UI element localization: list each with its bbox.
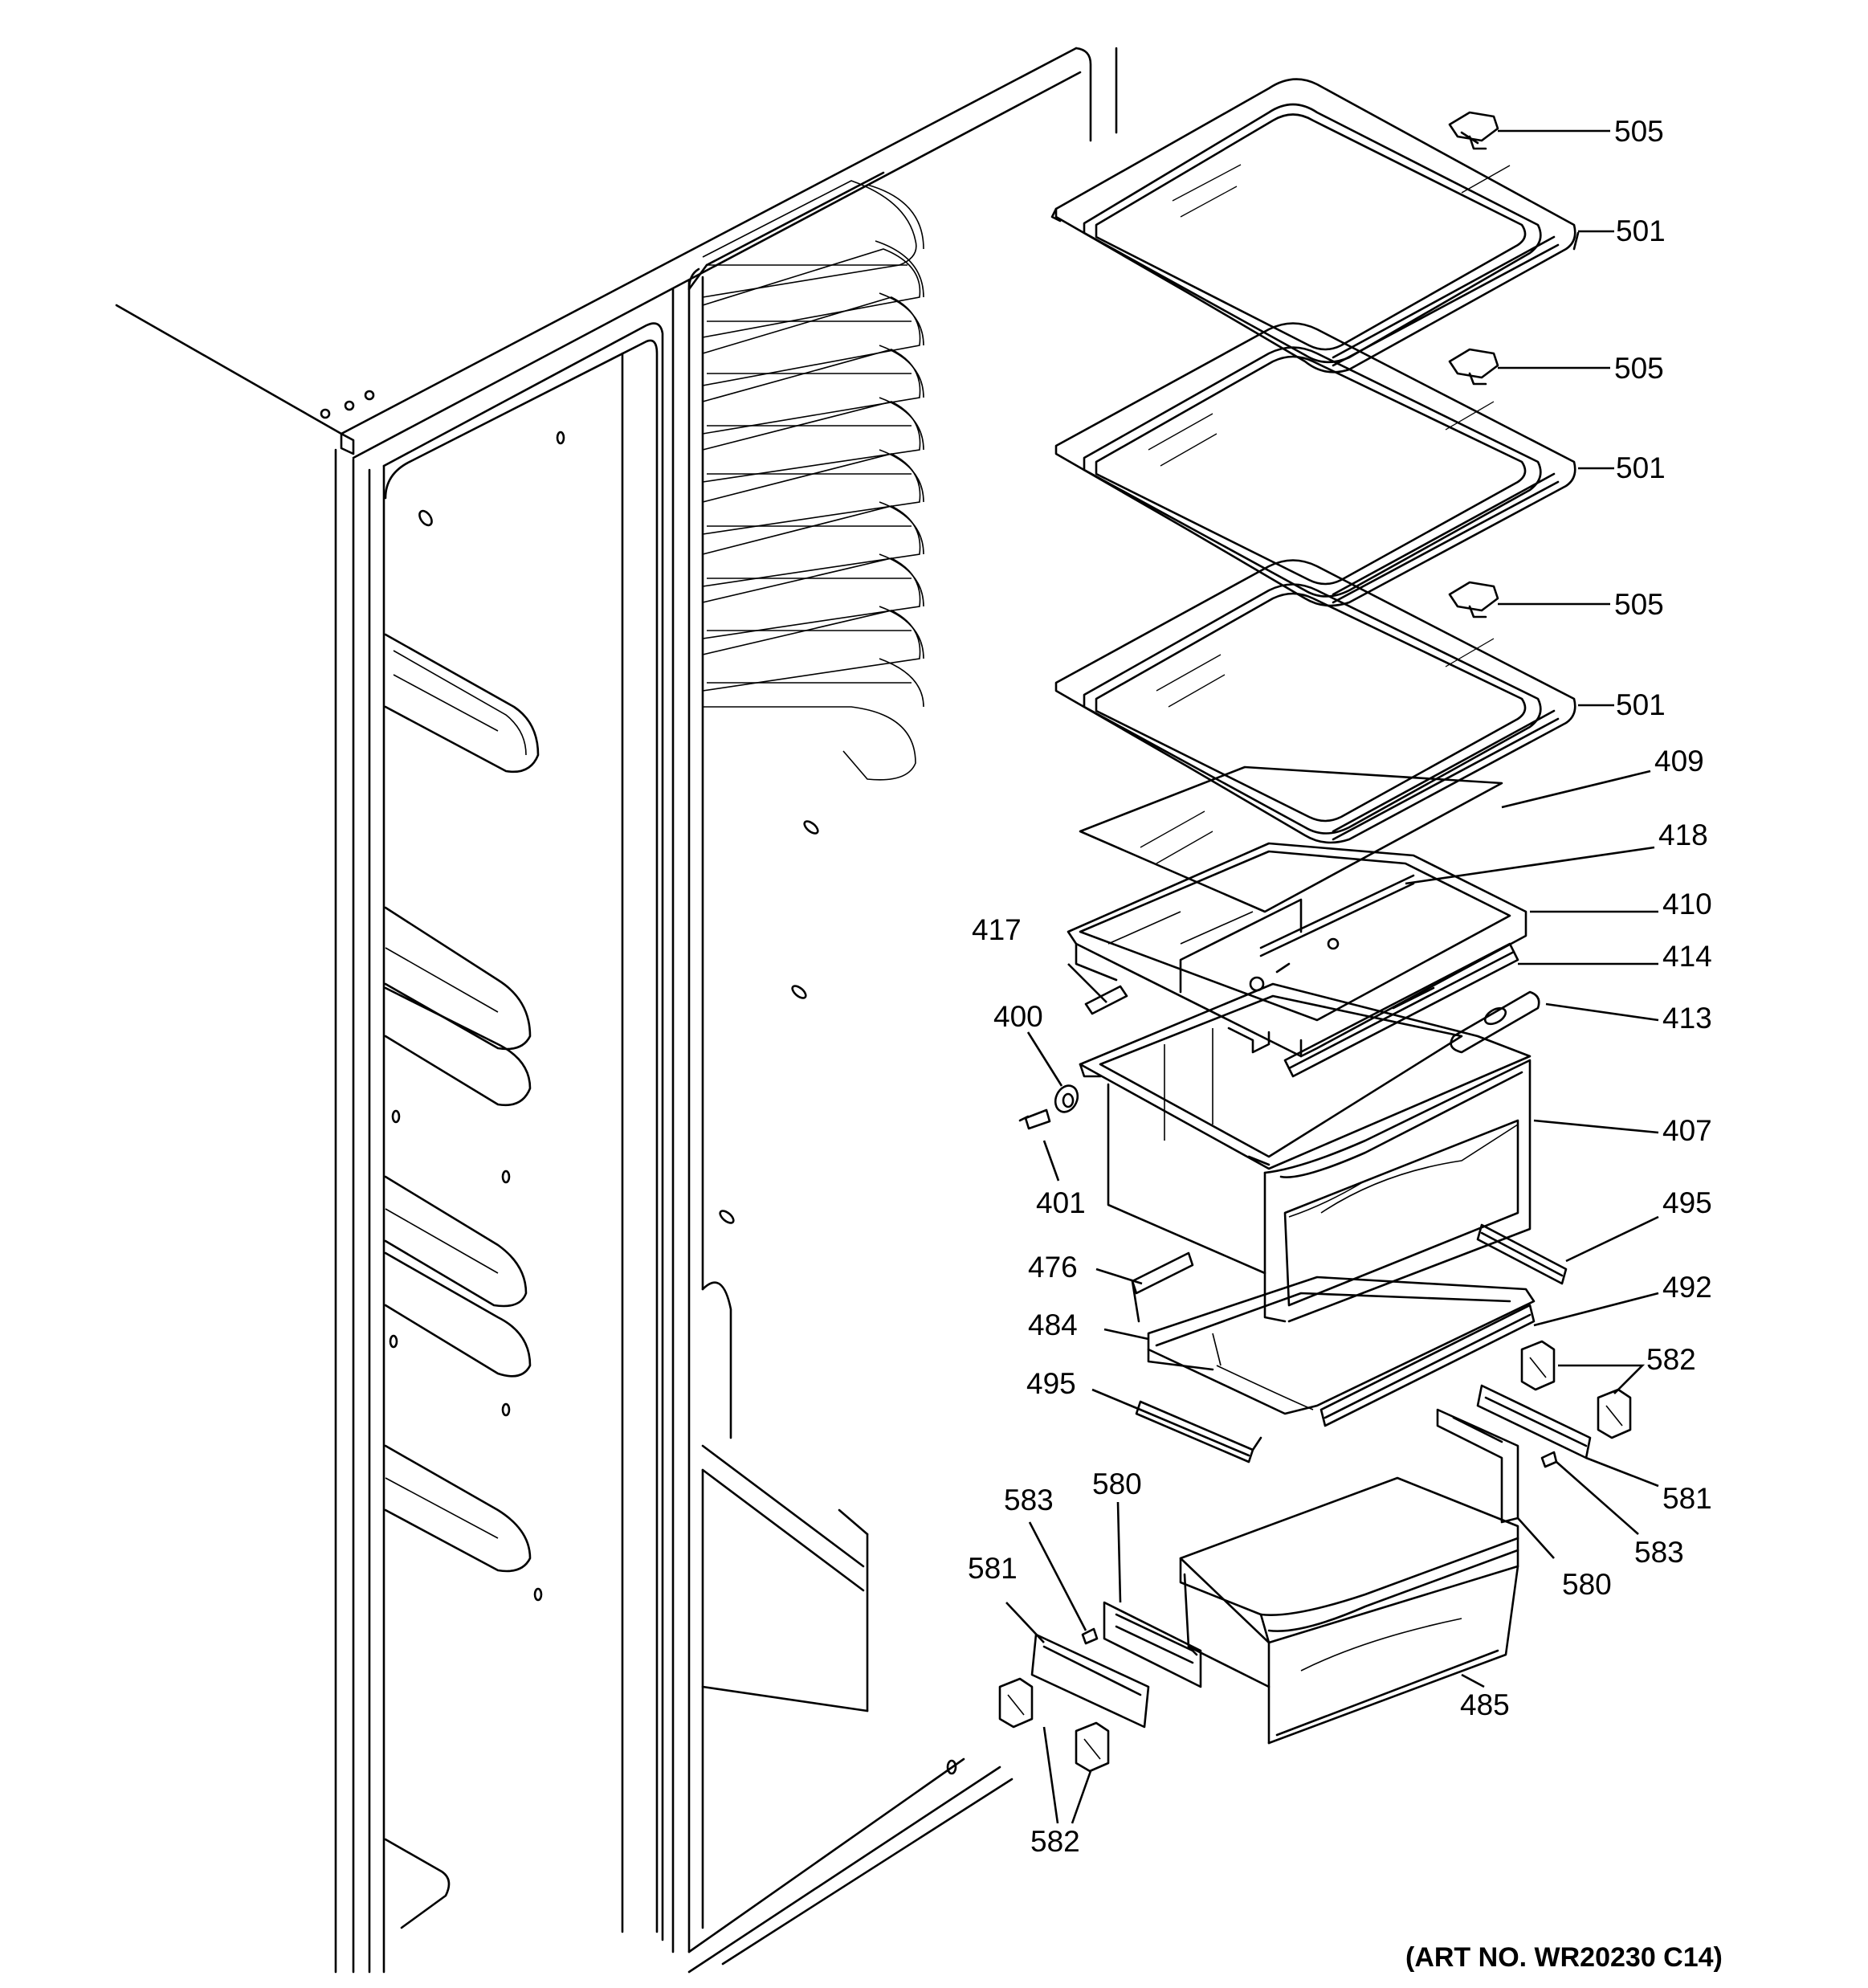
glass-shelf-top	[1050, 78, 1580, 374]
glass-shelf-mid	[1054, 322, 1576, 607]
clip-right-a	[1520, 1340, 1556, 1391]
part-labels: 505 501 505 501 505 501 409 418 410 417 …	[968, 115, 1712, 1858]
lower-pan	[1179, 1476, 1519, 1745]
leader-lines	[1005, 129, 1659, 1824]
pan-bracket-right	[1436, 1408, 1519, 1524]
crisper-cover-glass	[1079, 765, 1503, 913]
label-582-left: 582	[1030, 1825, 1080, 1858]
crisper-cover-frame	[1067, 842, 1527, 1058]
clip-right-b	[1597, 1388, 1632, 1439]
label-407: 407	[1662, 1114, 1712, 1147]
label-581-left: 581	[968, 1552, 1018, 1585]
label-485: 485	[1460, 1688, 1510, 1721]
label-410: 410	[1662, 888, 1712, 921]
shelf-stop-top	[1448, 111, 1499, 150]
cover-rod	[1259, 874, 1415, 957]
freezer-shelf-ribs	[702, 180, 924, 781]
label-501-low: 501	[1616, 688, 1666, 721]
label-581-right: 581	[1662, 1482, 1712, 1515]
cover-support-bar	[1084, 985, 1128, 1015]
pan-front-trim	[1319, 1304, 1536, 1427]
clip-left-b	[1075, 1721, 1110, 1773]
label-580-right: 580	[1562, 1568, 1612, 1601]
label-583-right: 583	[1634, 1536, 1684, 1569]
glass-shelf-low	[1054, 559, 1576, 844]
label-401: 401	[1036, 1186, 1086, 1219]
crisper-drawer	[1079, 982, 1532, 1323]
door-bins	[384, 633, 540, 1929]
label-501-mid: 501	[1616, 451, 1666, 484]
label-413: 413	[1662, 1002, 1712, 1035]
label-505-mid: 505	[1614, 352, 1664, 385]
label-495-right: 495	[1662, 1186, 1712, 1219]
drawer-slide-right	[1476, 1223, 1568, 1285]
label-417: 417	[972, 913, 1022, 946]
label-476: 476	[1028, 1251, 1078, 1284]
mounting-holes	[389, 431, 957, 1775]
clip-left-a	[998, 1677, 1034, 1729]
label-495-left: 495	[1026, 1367, 1076, 1400]
art-number: (ART NO. WR20230 C14)	[1405, 1942, 1723, 1973]
refrigerator-cabinet	[115, 47, 1118, 1974]
humidity-slide	[1283, 942, 1519, 1078]
pan-slide-left	[1135, 1400, 1262, 1463]
shelf-stop-low	[1448, 581, 1499, 618]
label-580-left: 580	[1092, 1468, 1142, 1500]
label-492: 492	[1662, 1271, 1712, 1304]
label-583-left: 583	[1004, 1484, 1054, 1517]
screw-right	[1540, 1451, 1558, 1468]
label-501-top: 501	[1616, 214, 1666, 247]
label-484: 484	[1028, 1308, 1078, 1341]
label-400: 400	[993, 1000, 1043, 1033]
screw-left	[1081, 1627, 1099, 1645]
pan-cover	[1147, 1276, 1536, 1415]
drawer-slide-left	[1131, 1251, 1194, 1323]
label-409: 409	[1654, 745, 1704, 778]
shelf-stop-mid	[1448, 348, 1499, 386]
label-418: 418	[1658, 818, 1708, 851]
label-505-top: 505	[1614, 115, 1664, 148]
label-582-right: 582	[1646, 1343, 1696, 1376]
pan-rail-left	[1030, 1633, 1150, 1729]
pan-bracket-left	[1103, 1601, 1202, 1688]
drawer-roller	[1054, 1084, 1079, 1113]
pan-rail-right	[1476, 1384, 1592, 1459]
roller-screw	[1018, 1108, 1051, 1130]
label-505-low: 505	[1614, 588, 1664, 621]
label-414: 414	[1662, 940, 1712, 973]
